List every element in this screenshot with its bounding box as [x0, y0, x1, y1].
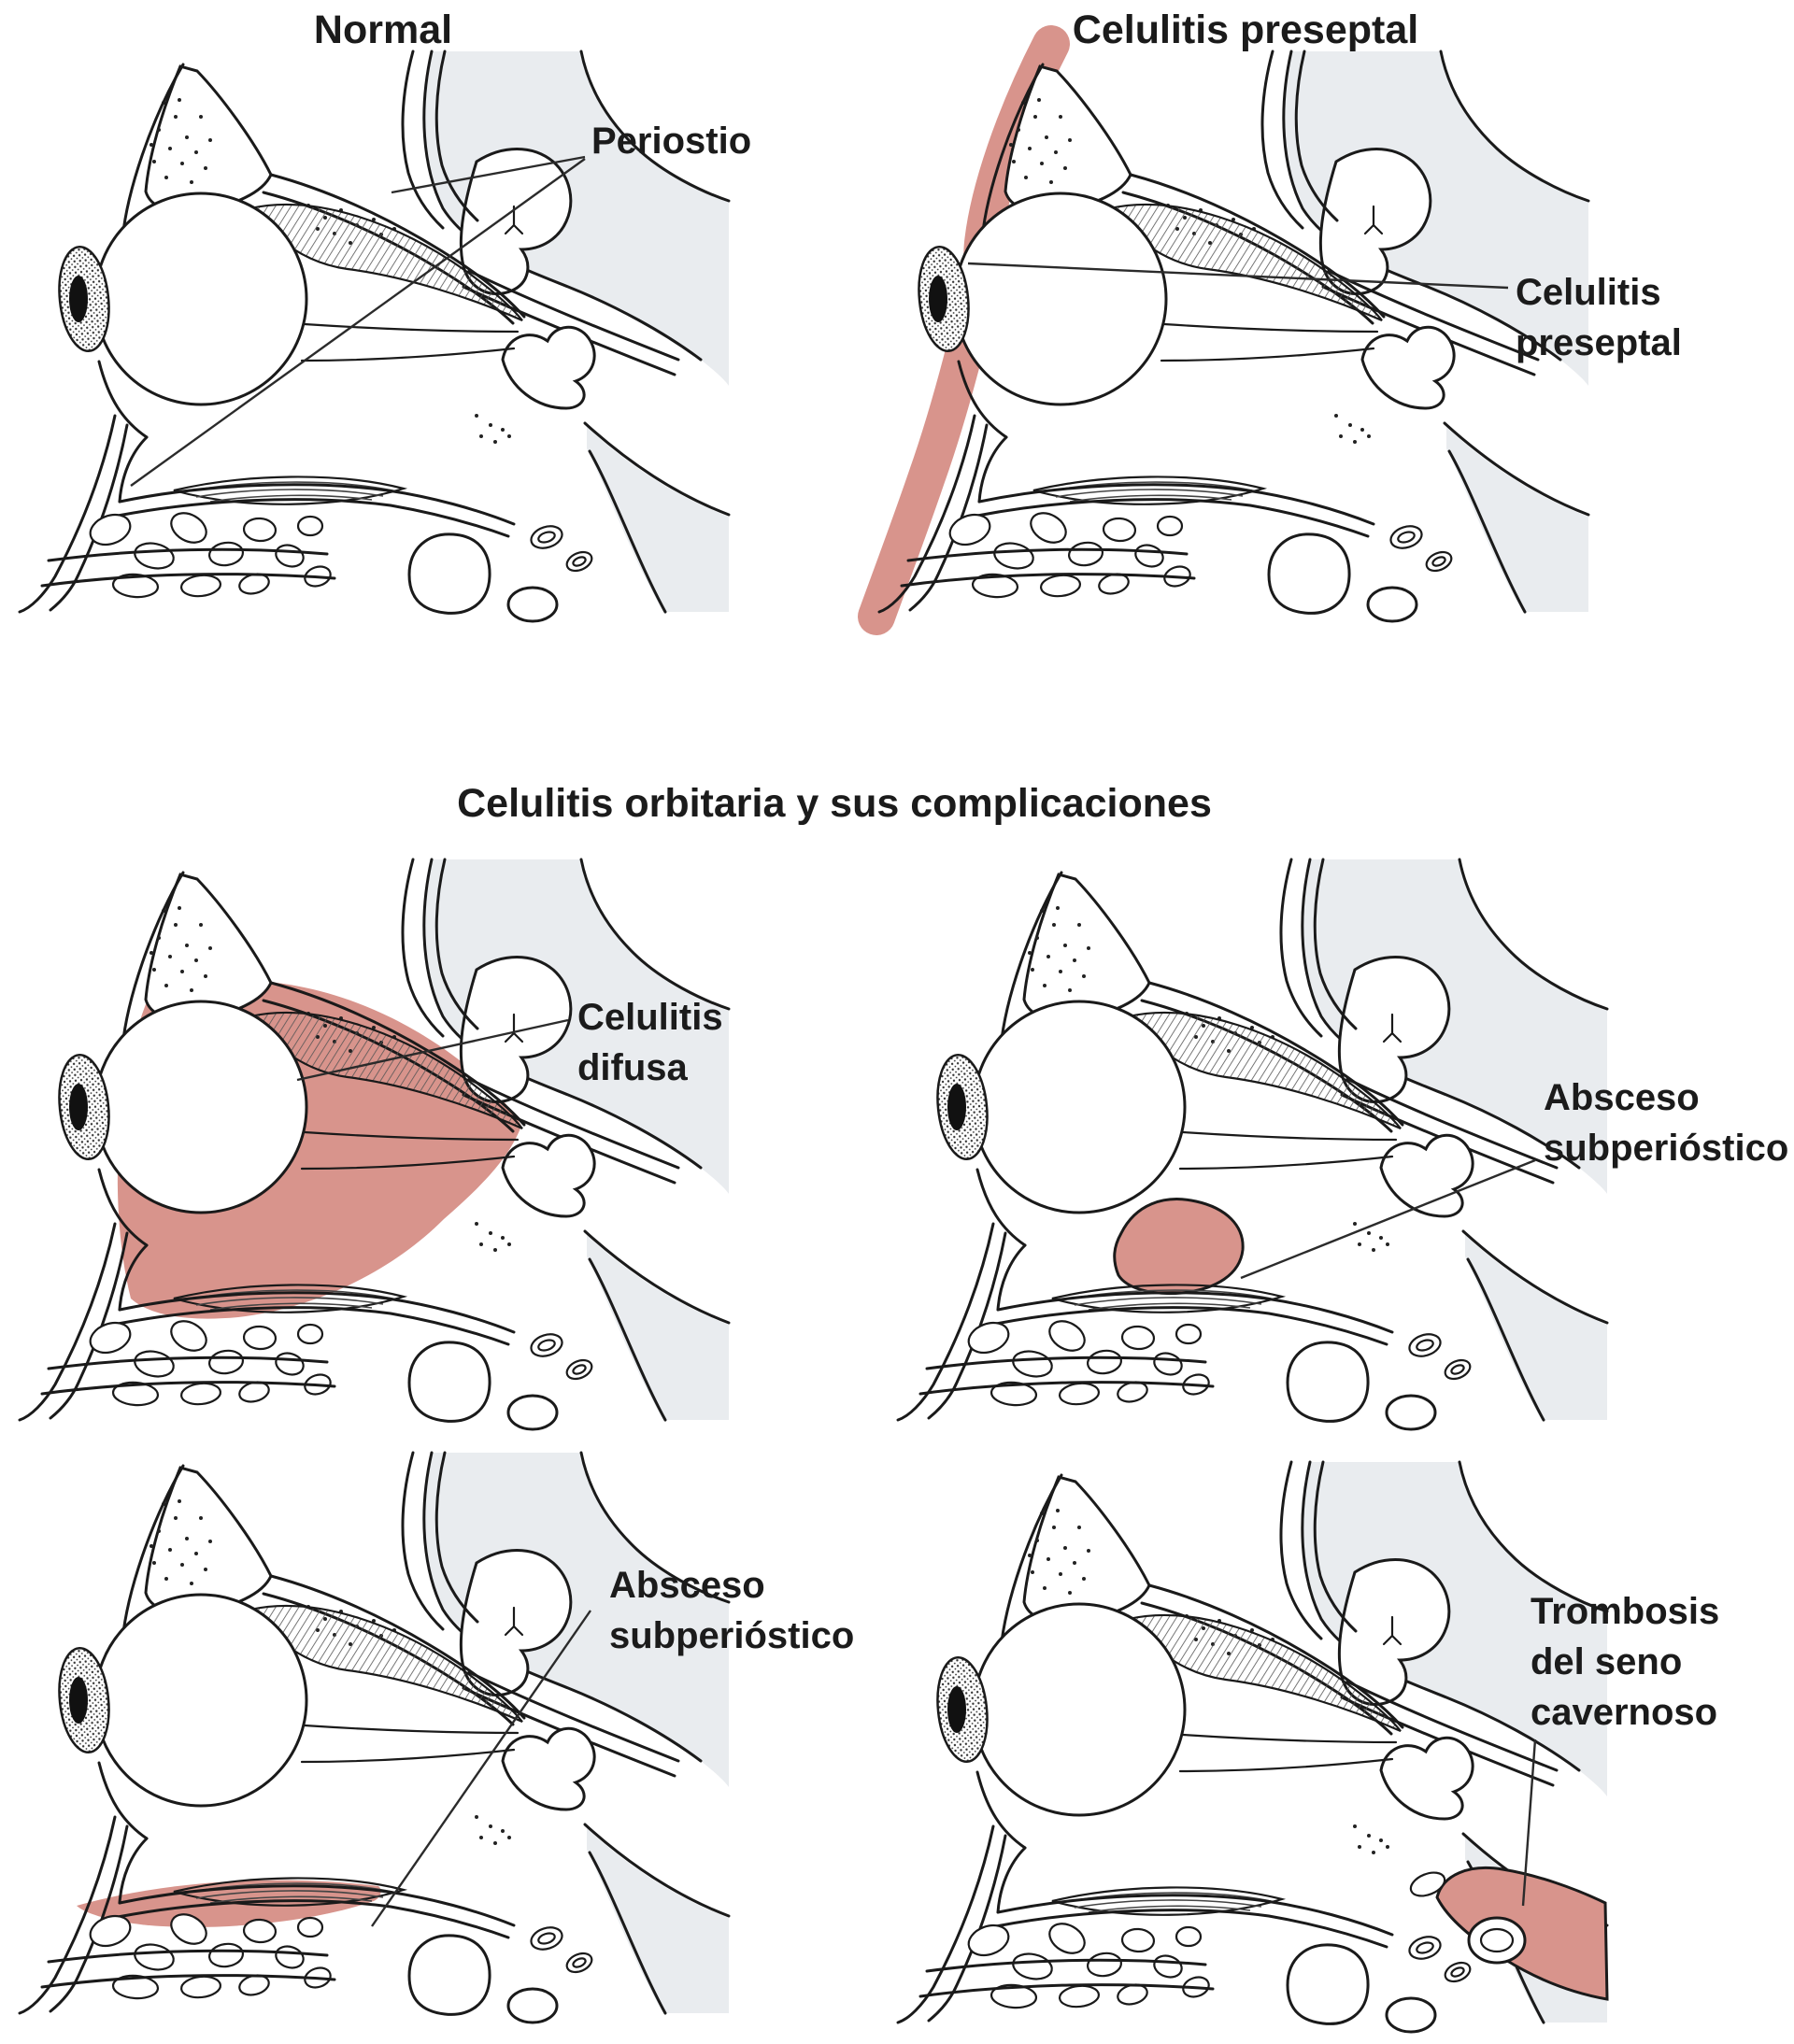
label-line: preseptal [1516, 322, 1682, 363]
label-line: Celulitis [1516, 272, 1661, 313]
label-absceso-subperiostico-bottom: Absceso subperióstico [609, 1560, 854, 1661]
panel-title-normal: Normal [313, 7, 453, 52]
section-title: Celulitis orbitaria y sus complicaciones [457, 781, 1212, 826]
label-line: subperióstico [609, 1615, 855, 1656]
label-absceso-subperiostico-mid: Absceso subperióstico [1544, 1072, 1788, 1173]
panel-absceso-mid-figure [896, 858, 1609, 1431]
panel-absceso-bottom-figure [18, 1451, 731, 2024]
label-line: subperióstico [1544, 1128, 1789, 1169]
label-celulitis-difusa: Celulitis difusa [577, 992, 723, 1093]
absceso-mid-highlight [1113, 1198, 1245, 1296]
label-line: Trombosis [1531, 1591, 1720, 1632]
label-line: Absceso [1544, 1077, 1700, 1118]
panel-trombosis-figure [896, 1460, 1609, 2034]
panel-preseptal-figure [858, 25, 1590, 635]
label-periostio: Periostio [591, 116, 751, 166]
label-trombosis-seno-cavernoso: Trombosis del seno cavernoso [1531, 1586, 1719, 1738]
label-line: Celulitis [577, 997, 723, 1038]
label-periostio-text: Periostio [591, 121, 752, 162]
label-line: Absceso [609, 1565, 765, 1606]
label-line: cavernoso [1531, 1692, 1718, 1733]
panel-title-preseptal: Celulitis preseptal [1072, 7, 1419, 52]
panel-difusa-figure [18, 858, 731, 1431]
cavernous-carotid-vessel [1409, 1871, 1527, 1965]
label-line: difusa [577, 1047, 688, 1088]
label-celulitis-preseptal: Celulitis preseptal [1516, 267, 1682, 368]
label-line: del seno [1531, 1641, 1683, 1682]
